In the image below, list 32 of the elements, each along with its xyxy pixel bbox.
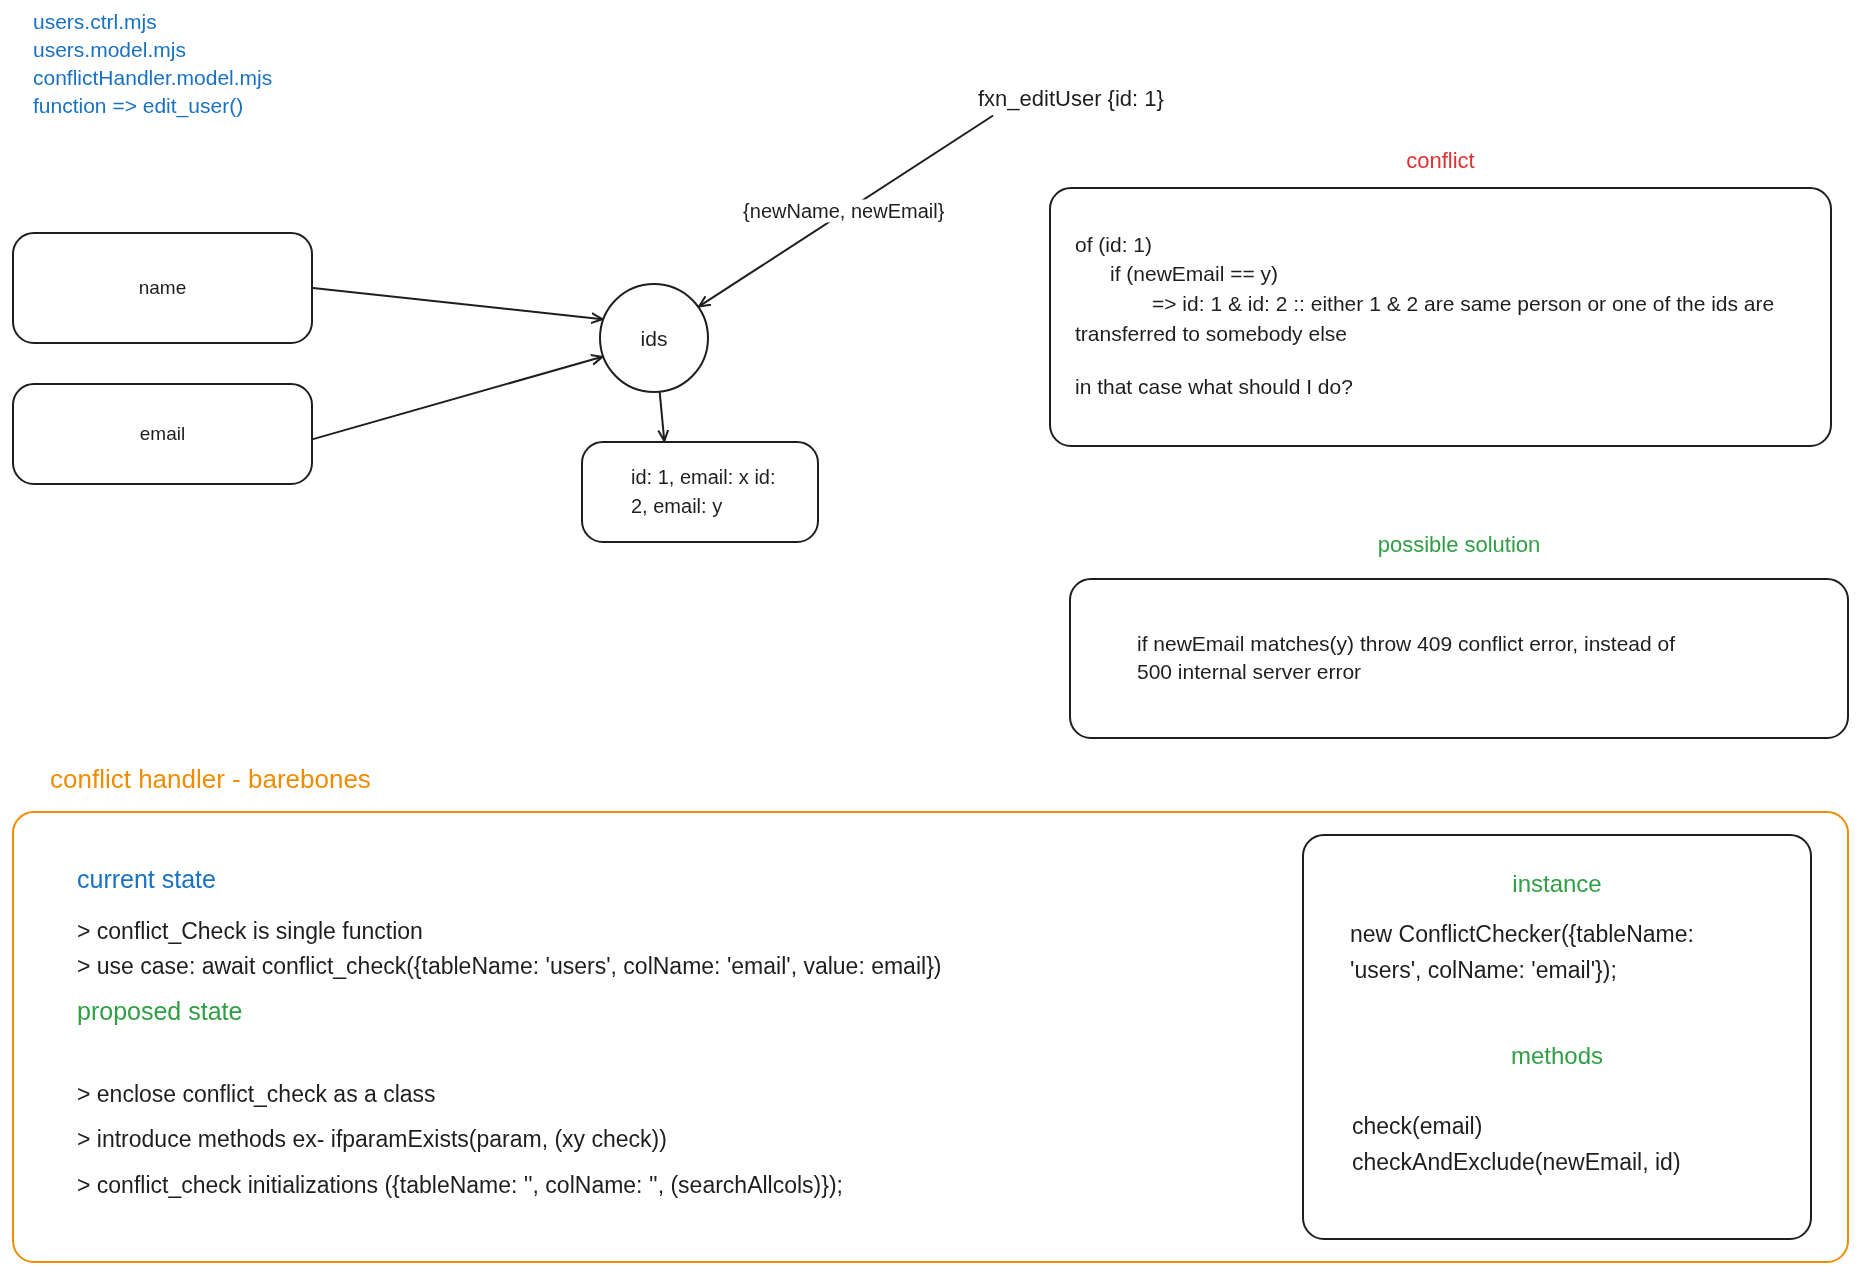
function-label: fxn_editUser {id: 1} [978, 85, 1165, 113]
file-note: conflictHandler.model.mjs [33, 66, 273, 90]
section-heading: possible solution [1376, 531, 1542, 559]
note-text: of (id: 1) [1075, 232, 1154, 258]
bullet-text: > conflict_Check is single function [77, 917, 424, 946]
code-text: new ConflictChecker({tableName: 'users', colName: 'email'}); [1350, 920, 1695, 985]
record-text: id: 1, email: x id: 2, email: y [631, 465, 777, 519]
arrow [312, 287, 604, 324]
arrow [312, 354, 604, 441]
note-text: => id: 1 & id: 2 :: either 1 & 2 are same person or one of the ids are transferred to somebody else [1075, 291, 1776, 347]
section-heading: conflict [1405, 147, 1476, 175]
subsection-heading: instance [1511, 869, 1603, 899]
note-text: in that case what should I do? [1075, 374, 1354, 400]
bullet-text: > use case: await conflict_check({tableName: 'users', colName: 'email', value: email}) [77, 952, 943, 981]
arrow [657, 391, 670, 442]
section-heading: conflict handler - barebones [50, 763, 372, 796]
subsection-heading: proposed state [77, 996, 244, 1027]
subsection-heading: current state [77, 864, 217, 895]
file-note: function => edit_user() [33, 94, 244, 118]
code-text: check(email) checkAndExclude(newEmail, id) [1352, 1112, 1682, 1177]
node-label: name [137, 276, 188, 300]
node-label: email [138, 422, 187, 446]
bullet-text: > introduce methods ex- ifparamExists(param, (xy check)) [77, 1125, 668, 1154]
subsection-heading: methods [1509, 1041, 1605, 1071]
file-note: users.model.mjs [33, 38, 186, 62]
arrow [698, 115, 994, 308]
note-text: if newEmail matches(y) throw 409 conflict error, instead of 500 internal server error [1137, 631, 1677, 685]
note-text: if (newEmail == y) [1110, 261, 1280, 287]
file-note: users.ctrl.mjs [33, 10, 157, 34]
node-label: ids [639, 326, 669, 352]
bullet-text: > conflict_check initializations ({tableName: '', colName: '', (searchAllcols)}); [77, 1171, 844, 1200]
bullet-text: > enclose conflict_check as a class [77, 1080, 437, 1109]
